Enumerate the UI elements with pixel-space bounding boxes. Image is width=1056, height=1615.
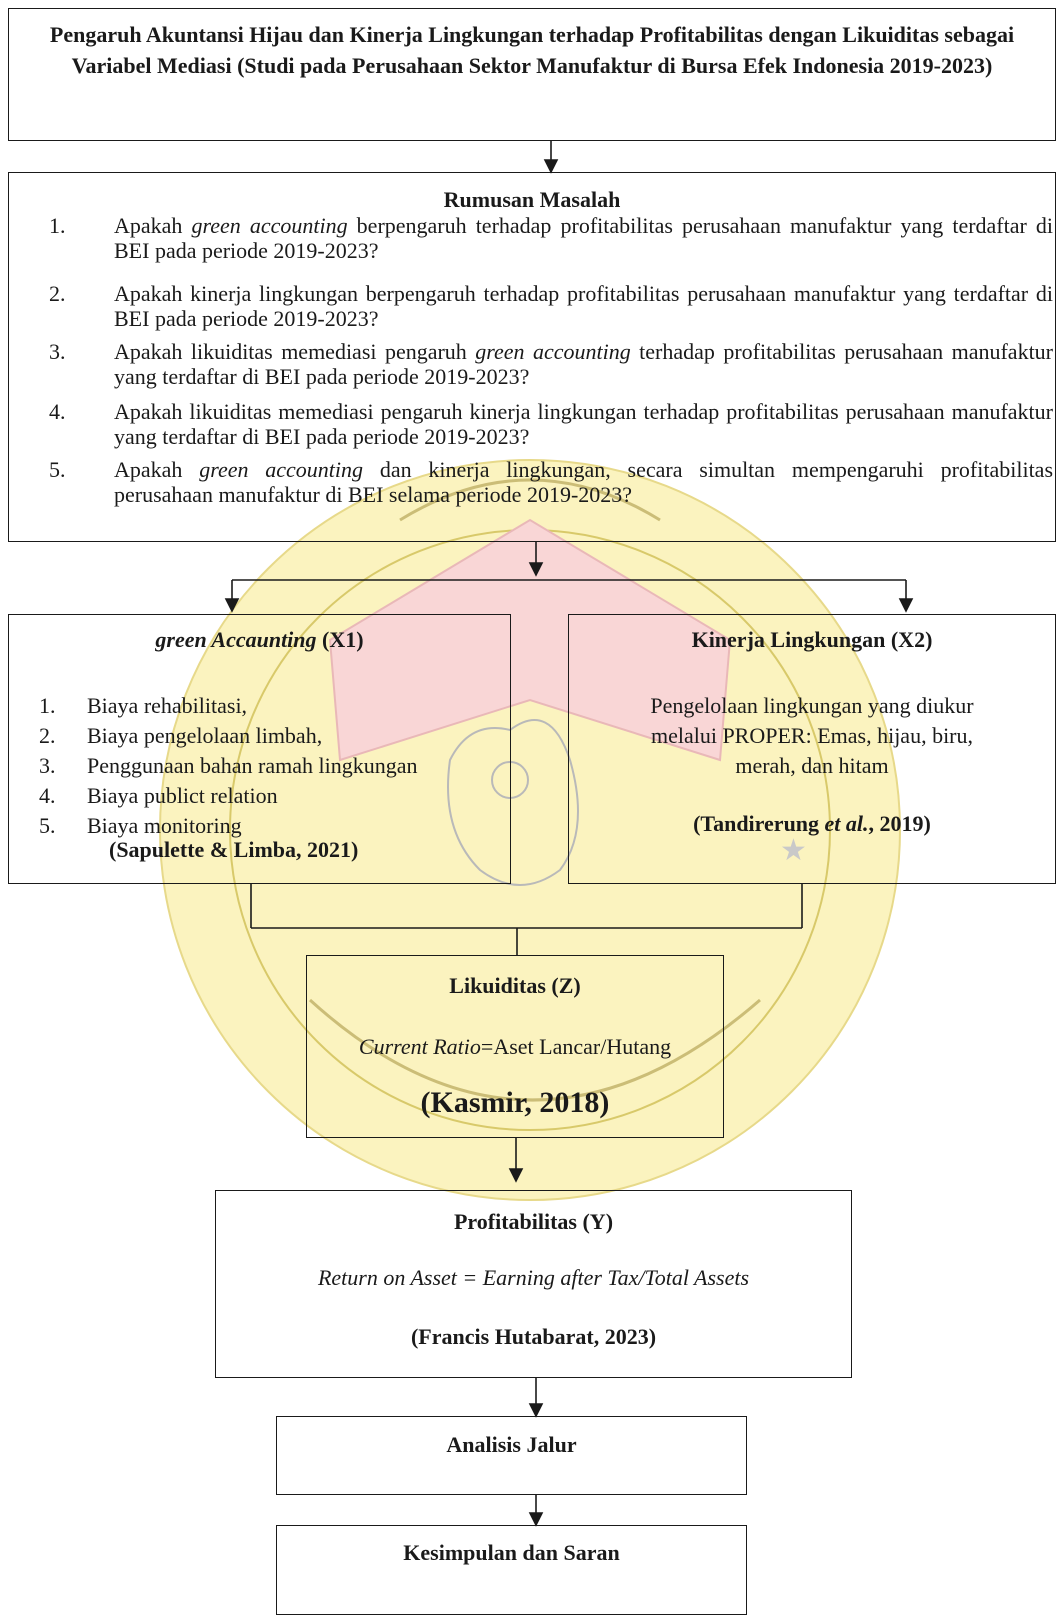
problem-heading: Rumusan Masalah [443, 187, 621, 212]
item-number: 2. [49, 281, 66, 306]
conclusion-label: Kesimpulan dan Saran [403, 1540, 620, 1565]
x1-heading-emphasis: green Accaunting [155, 627, 317, 652]
item-number: 1. [39, 693, 56, 718]
title-box: Pengaruh Akuntansi Hijau dan Kinerja Lin… [8, 8, 1056, 141]
item-text-pre: Apakah [114, 457, 200, 482]
x1-heading: green Accaunting (X1) [9, 627, 510, 653]
problem-item: 1. Apakah green accounting berpengaruh t… [49, 213, 1053, 281]
x2-citation: (Tandirerung et al., 2019) [569, 811, 1055, 837]
x2-description: Pengelolaan lingkungan yang diukur melal… [569, 691, 1055, 781]
item-text-post: berpengaruh terhadap profitabilitas peru… [114, 213, 1054, 263]
x2-line: melalui PROPER: Emas, hijau, biru, [650, 723, 974, 748]
x2-citation-emphasis: et al. [824, 811, 869, 836]
item-text: Biaya monitoring [87, 813, 242, 838]
item-text: Apakah likuiditas memediasi pengaruh gre… [114, 339, 1053, 389]
item-text-pre: Apakah likuiditas memediasi pengaruh kin… [114, 399, 1053, 449]
item-text: Biaya pengelolaan limbah, [87, 723, 323, 748]
item-text-pre: Apakah likuiditas memediasi pengaruh [114, 339, 476, 364]
y-heading: Profitabilitas (Y) [453, 1209, 614, 1234]
item-text-post: terhadap profitabilitas perusahaan manuf… [114, 339, 1054, 389]
item-number: 4. [39, 783, 56, 808]
item-text-emphasis: green accounting [191, 213, 348, 238]
z-heading: Likuiditas (Z) [449, 973, 581, 998]
problem-item: 4. Apakah likuiditas memediasi pengaruh … [49, 399, 1053, 457]
analysis-label: Analisis Jalur [446, 1432, 577, 1457]
item-text: Apakah kinerja lingkungan berpengaruh te… [114, 281, 1053, 331]
item-number: 3. [49, 339, 66, 364]
problem-item: 5. Apakah green accounting dan kinerja l… [49, 457, 1053, 515]
x1-item: 5. Biaya monitoring [39, 811, 509, 841]
z-citation: (Kasmir, 2018) [420, 1086, 610, 1119]
x1-item: 3. Penggunaan bahan ramah lingkungan [39, 751, 509, 781]
z-formula-rest: =Aset Lancar/Hutang [480, 1034, 672, 1059]
item-text: Apakah likuiditas memediasi pengaruh kin… [114, 399, 1053, 449]
problem-item: 3. Apakah likuiditas memediasi pengaruh … [49, 339, 1053, 399]
analysis-box: Analisis Jalur [276, 1416, 747, 1495]
item-number: 4. [49, 399, 66, 424]
item-number: 3. [39, 753, 56, 778]
x2-line: Pengelolaan lingkungan yang diukur [650, 693, 974, 718]
x1-heading-rest: (X1) [316, 627, 364, 652]
item-text: Biaya publict relation [87, 783, 278, 808]
item-number: 2. [39, 723, 56, 748]
z-formula-emphasis: Current Ratio [358, 1034, 481, 1059]
y-box: Profitabilitas (Y) Return on Asset = Ear… [215, 1190, 852, 1378]
item-text-emphasis: green accounting [475, 339, 631, 364]
x2-line: merah, dan hitam [735, 753, 889, 778]
z-formula: Current Ratio=Aset Lancar/Hutang [307, 1034, 723, 1060]
item-text: Apakah green accounting dan kinerja ling… [114, 457, 1053, 507]
x1-box: green Accaunting (X1) 1. Biaya rehabilita… [8, 614, 511, 884]
item-text-emphasis: green accounting [199, 457, 364, 482]
x2-citation-post: , 2019) [868, 811, 931, 836]
item-text: Biaya rehabilitasi, [87, 693, 248, 718]
problem-list: 1. Apakah green accounting berpengaruh t… [49, 213, 1053, 515]
item-number: 5. [49, 457, 66, 482]
x2-citation-pre: (Tandirerung [693, 811, 825, 836]
y-formula: Return on Asset = Earning after Tax/Tota… [317, 1265, 750, 1290]
item-text: Penggunaan bahan ramah lingkungan [87, 753, 418, 778]
item-text-pre: Apakah kinerja lingkungan berpengaruh te… [114, 281, 1053, 331]
svg-text:★: ★ [780, 833, 807, 868]
x1-list: 1. Biaya rehabilitasi, 2. Biaya pengelolaa… [39, 691, 509, 841]
y-citation: (Francis Hutabarat, 2023) [410, 1324, 657, 1349]
item-text: Apakah green accounting berpengaruh terh… [114, 213, 1053, 263]
item-text-post: dan kinerja lingkungan, secara simultan … [114, 457, 1054, 507]
x2-heading: Kinerja Lingkungan (X2) [691, 627, 933, 652]
x1-citation: (Sapulette & Limba, 2021) [109, 837, 359, 862]
item-number: 1. [49, 213, 66, 238]
research-title: Pengaruh Akuntansi Hijau dan Kinerja Lin… [49, 22, 1015, 78]
item-text-pre: Apakah [114, 213, 192, 238]
item-number: 5. [39, 813, 56, 838]
x1-item: 2. Biaya pengelolaan limbah, [39, 721, 509, 751]
x2-box: Kinerja Lingkungan (X2) Pengelolaan ling… [568, 614, 1056, 884]
z-box: Likuiditas (Z) Current Ratio=Aset Lancar… [306, 955, 724, 1138]
problem-item: 2. Apakah kinerja lingkungan berpengaruh… [49, 281, 1053, 339]
problem-box: Rumusan Masalah 1. Apakah green accounti… [8, 172, 1056, 542]
x1-item: 1. Biaya rehabilitasi, [39, 691, 509, 721]
x1-item: 4. Biaya publict relation [39, 781, 509, 811]
